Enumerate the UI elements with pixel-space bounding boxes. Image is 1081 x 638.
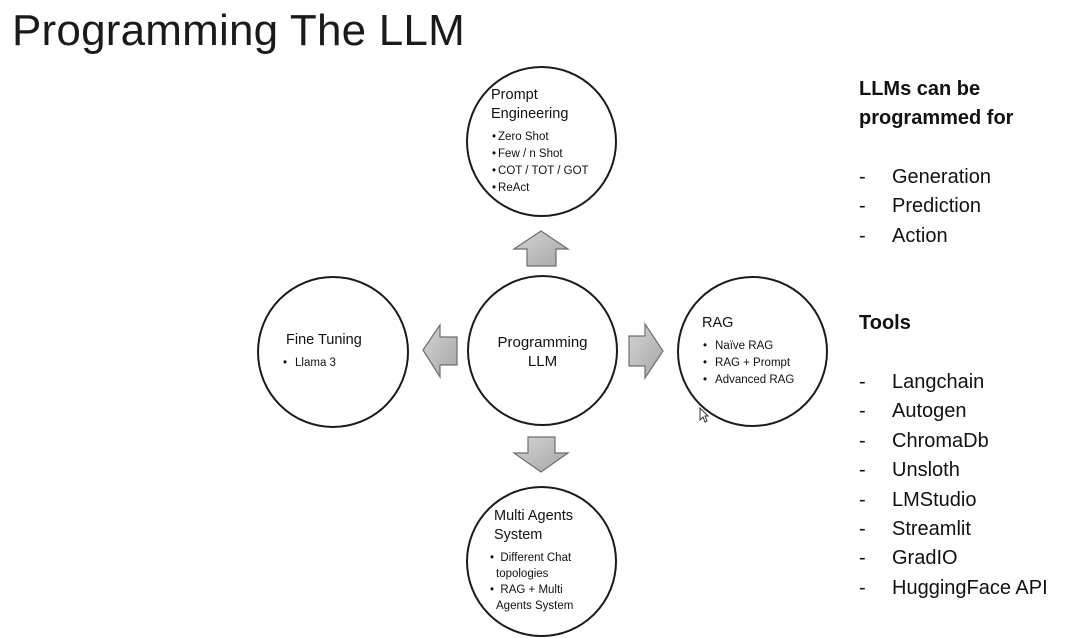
list-item: - Action — [859, 222, 991, 251]
dash: - — [859, 459, 866, 482]
programming-llm-label: Programming LLM — [467, 333, 618, 371]
dash: - — [859, 400, 866, 423]
list-item-text: Autogen — [892, 400, 967, 423]
fine-tuning-node — [257, 276, 409, 428]
rag-title: RAG — [702, 315, 734, 331]
list-item-text: Streamlit — [892, 517, 971, 540]
dash: - — [859, 576, 866, 599]
list-item: Zero Shot — [492, 129, 589, 146]
list-item-text: Different Chat — [500, 552, 572, 564]
list-item-text: GradIO — [892, 547, 958, 570]
programming-llm-label-line1: Programming — [497, 334, 588, 351]
list-item-continuation: topologies — [496, 567, 549, 580]
list-item: - HuggingFace API — [859, 574, 1048, 603]
arrow-right-icon — [628, 322, 664, 380]
dash: - — [859, 517, 866, 540]
tools-list: - Langchain - Autogen - ChromaDb - Unsloth -… — [859, 368, 1048, 603]
multi-agents-node — [466, 486, 617, 637]
purposes-list: - Generation - Prediction - Action — [859, 163, 991, 251]
arrow-down-icon — [512, 436, 570, 473]
list-item-text: Prediction — [892, 195, 981, 218]
dash: - — [859, 195, 866, 218]
list-item: - ChromaDb — [859, 427, 1048, 456]
list-item-text: RAG + Multi — [500, 584, 563, 596]
dash: - — [859, 224, 866, 247]
slide-title: Programming The LLM — [12, 6, 465, 55]
multi-agents-title-line1: Multi Agents — [494, 508, 573, 524]
fine-tuning-title: Fine Tuning — [286, 332, 362, 348]
dash: - — [859, 371, 866, 393]
list-item: Naïve RAG — [703, 338, 794, 355]
prompt-engineering-title: Prompt Engineering — [491, 86, 568, 124]
list-item: - LMStudio — [859, 486, 1048, 515]
purposes-heading: LLMs can be programmed for — [859, 75, 1013, 133]
list-item: - Langchain — [859, 368, 1048, 397]
list-item: - Autogen — [859, 397, 1048, 426]
bullet-icon: • — [490, 552, 501, 564]
list-item: RAG + Prompt — [703, 355, 794, 372]
dash: - — [859, 429, 866, 452]
fine-tuning-list: Llama 3 — [283, 355, 336, 372]
list-item-text: Unsloth — [892, 459, 960, 482]
tools-heading: Tools — [859, 312, 911, 334]
prompt-engineering-title-line2: Engineering — [491, 106, 569, 122]
purposes-heading-line1: LLMs can be — [859, 78, 981, 100]
bullet-icon: • — [490, 584, 501, 596]
multi-agents-list: • Different Chat topologies • RAG + Mult… — [490, 551, 573, 614]
arrow-up-icon — [512, 230, 570, 267]
list-item: - Generation — [859, 163, 991, 192]
dash: - — [859, 488, 866, 511]
list-item: Llama 3 — [283, 355, 336, 372]
arrow-left-icon — [422, 323, 458, 380]
rag-list: Naïve RAG RAG + Prompt Advanced RAG — [703, 338, 794, 389]
list-item-text: ChromaDb — [892, 429, 989, 452]
list-item-continuation: Agents System — [496, 599, 574, 612]
list-item-text: Langchain — [892, 371, 985, 393]
list-item: COT / TOT / GOT — [492, 163, 589, 180]
programming-llm-node — [467, 275, 618, 426]
list-item: ReAct — [492, 180, 589, 197]
dash: - — [859, 166, 866, 188]
prompt-engineering-title-line1: Prompt — [491, 87, 538, 103]
list-item-text: Action — [892, 224, 948, 247]
list-item: - GradIO — [859, 544, 1048, 573]
mouse-cursor-icon — [699, 407, 709, 423]
list-item: - Unsloth — [859, 456, 1048, 485]
multi-agents-title-line2: System — [494, 527, 543, 543]
multi-agents-title: Multi Agents System — [494, 507, 573, 545]
prompt-engineering-list: Zero Shot Few / n Shot COT / TOT / GOT R… — [492, 129, 589, 197]
list-item: Few / n Shot — [492, 146, 589, 163]
list-item: • RAG + Multi — [490, 583, 573, 599]
list-item: - Prediction — [859, 192, 991, 221]
purposes-heading-line2: programmed for — [859, 107, 1014, 129]
list-item-text: Generation — [892, 166, 991, 188]
list-item-text: LMStudio — [892, 488, 977, 511]
list-item: Advanced RAG — [703, 372, 794, 389]
dash: - — [859, 547, 866, 570]
programming-llm-label-line2: LLM — [527, 353, 558, 370]
list-item: • Different Chat — [490, 551, 573, 567]
list-item-text: HuggingFace API — [892, 576, 1048, 599]
list-item: - Streamlit — [859, 515, 1048, 544]
